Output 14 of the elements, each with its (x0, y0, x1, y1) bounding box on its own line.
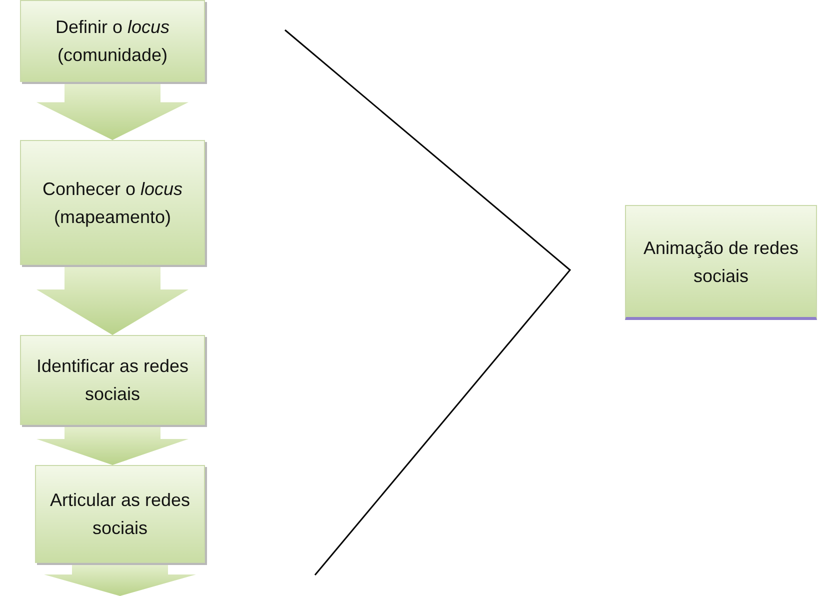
box-text: Animação de redes sociais (642, 236, 800, 288)
process-box (35, 465, 205, 563)
process-box (20, 335, 205, 425)
process-box (20, 140, 205, 265)
box-text: Articular as redes sociais (48, 489, 192, 540)
process-box (20, 0, 205, 82)
box-text: Identificar as redes sociais (35, 355, 190, 406)
down-arrow (36, 82, 188, 140)
box-text: Conhecer o locus (mapeamento) (41, 178, 184, 229)
process-box (625, 205, 817, 320)
down-arrow (36, 425, 188, 465)
down-arrow (36, 265, 188, 335)
down-arrow (44, 563, 196, 596)
box-text: Definir o locus (comunidade) (54, 16, 171, 67)
